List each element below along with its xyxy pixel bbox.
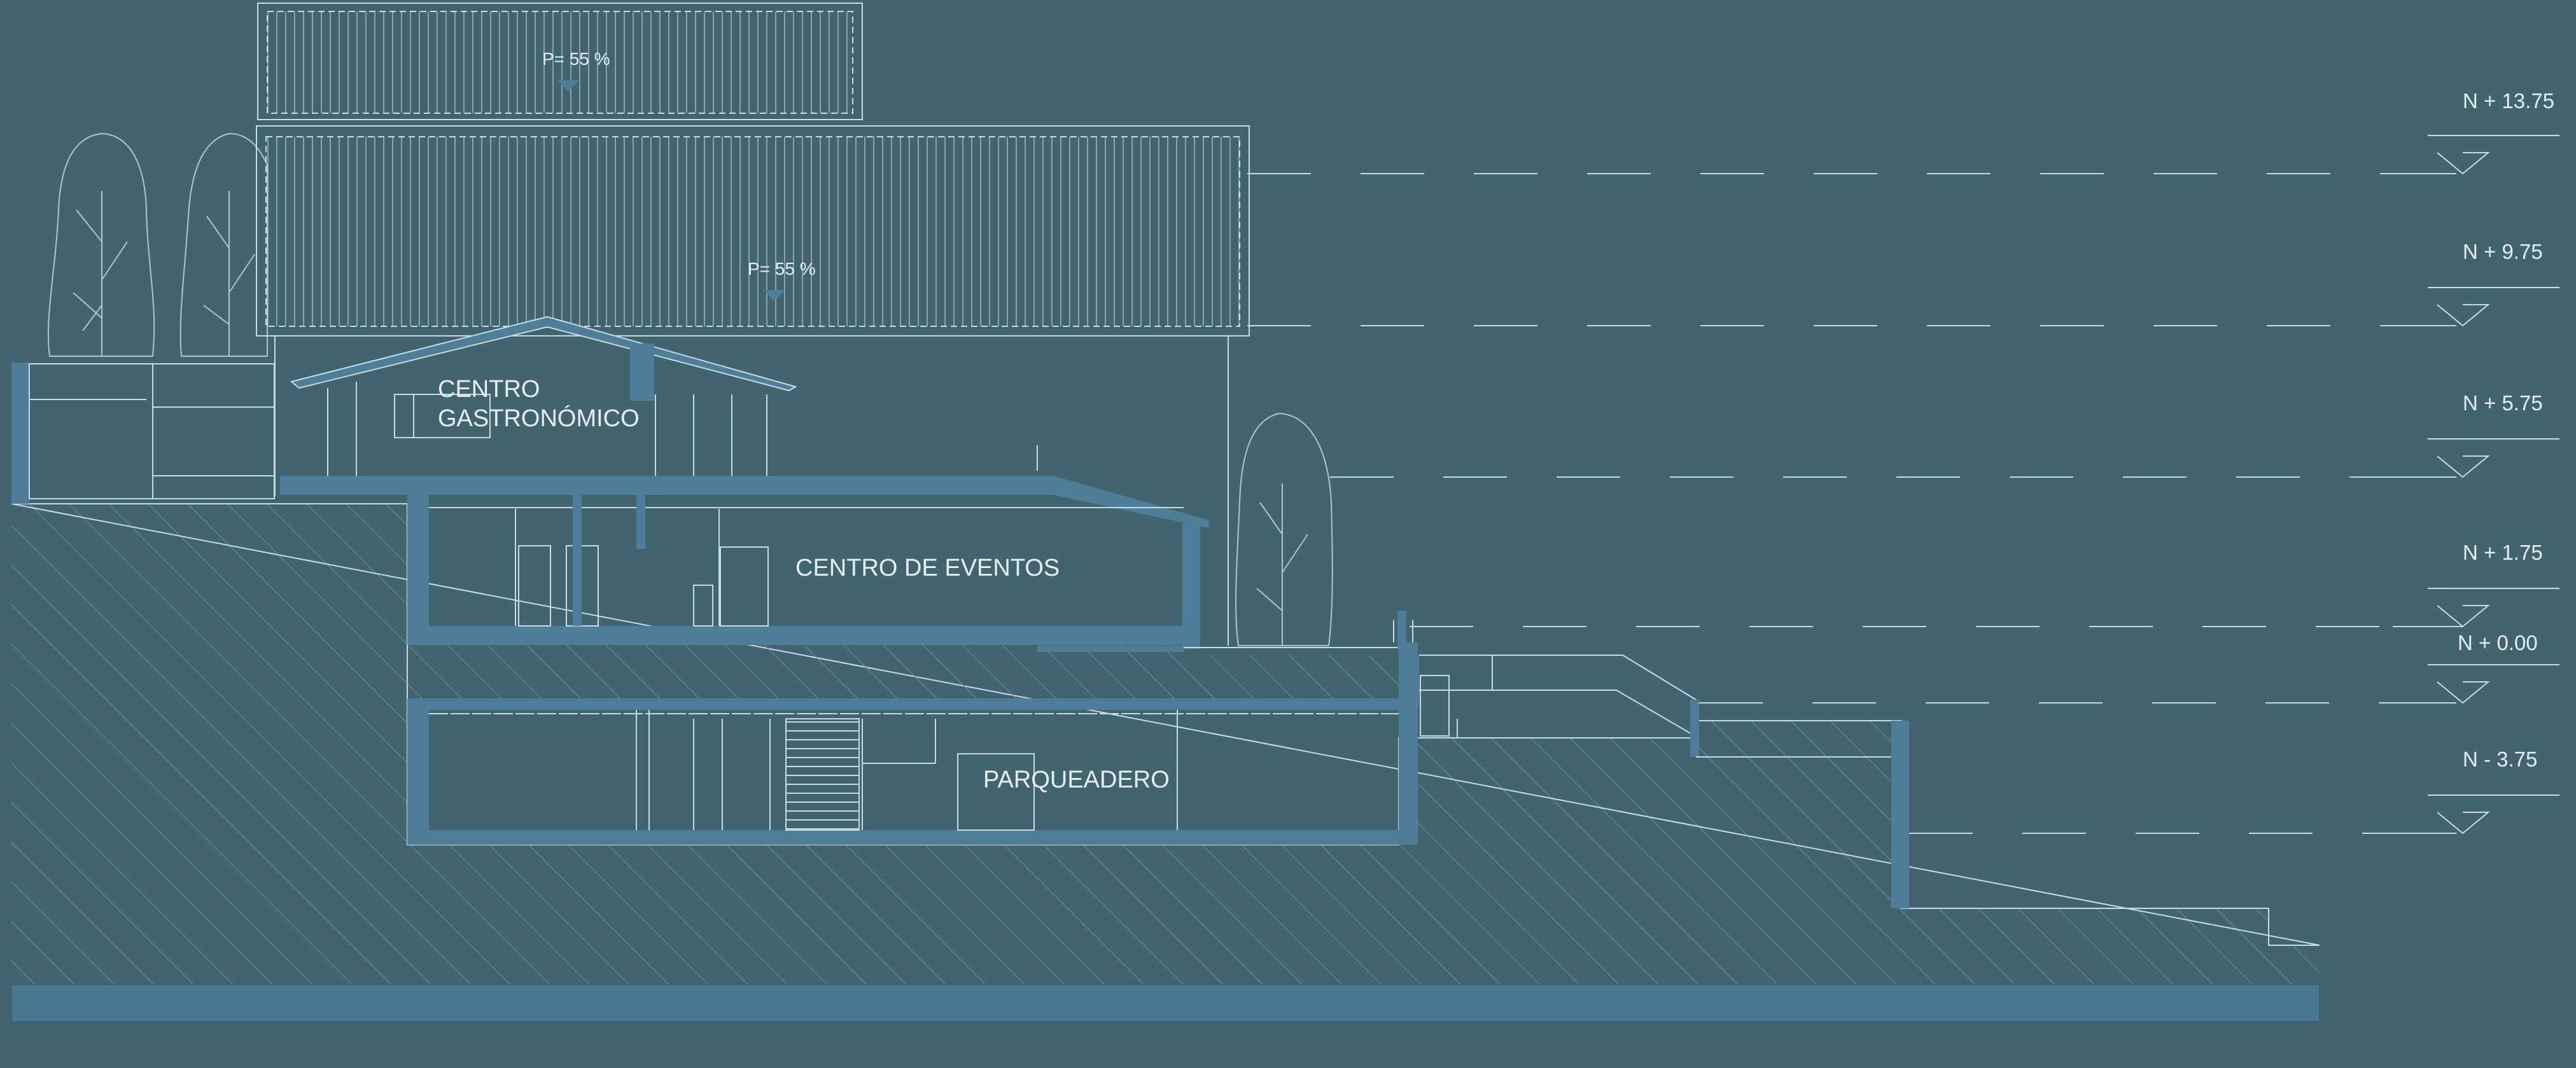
label-centro-line1: CENTRO [438,376,540,403]
event-hall [407,495,1399,652]
level-label: N + 9.75 [2463,240,2543,263]
slope-markers [557,80,785,302]
level-marker-icon [2393,135,2559,175]
level-markers [2393,135,2559,835]
upper-slab [280,476,1053,495]
mid-hatch [407,644,1399,698]
level-label: N - 3.75 [2463,747,2537,771]
level-label: N + 13.75 [2463,89,2554,113]
slope-label: P= 55 % [748,259,816,279]
level-marker-icon [2393,287,2559,327]
tree-icon [179,132,268,357]
main-roof [256,125,1250,336]
label-eventos: CENTRO DE EVENTOS [795,555,1060,581]
slope-arrow-icon [557,80,579,92]
level-label: N + 5.75 [2463,391,2543,415]
tree-icon [1235,412,1333,646]
left-annex [29,363,275,499]
slope-label: P= 55 % [542,49,610,69]
level-label: N + 1.75 [2463,541,2543,564]
left-edge-wall [11,363,29,504]
terrace-ramp [1037,445,1909,908]
foundation-slab [11,984,2320,1022]
slope-arrow-icon [764,290,785,302]
ground-section [11,363,2320,1022]
top-canopy [257,3,863,120]
level-marker-icon [2393,438,2559,478]
level-marker-icon [2393,794,2559,835]
top-canopy-louvers [267,11,853,114]
level-lines [1247,173,2463,834]
pavilion [280,316,1209,528]
level-label: N + 0.00 [2458,631,2538,655]
main-roof-louvers [265,136,1240,327]
stair [785,718,860,831]
label-centro-line2: GASTRONÓMICO [438,405,640,432]
level-marker-icon [2393,588,2559,628]
label-parqueadero: PARQUEADERO [983,766,1170,793]
level-marker-icon [2393,664,2559,704]
ground-hatch [11,504,2320,985]
tree-icon [47,132,155,357]
roof-structures [256,3,1250,646]
parking-level [407,642,1418,845]
